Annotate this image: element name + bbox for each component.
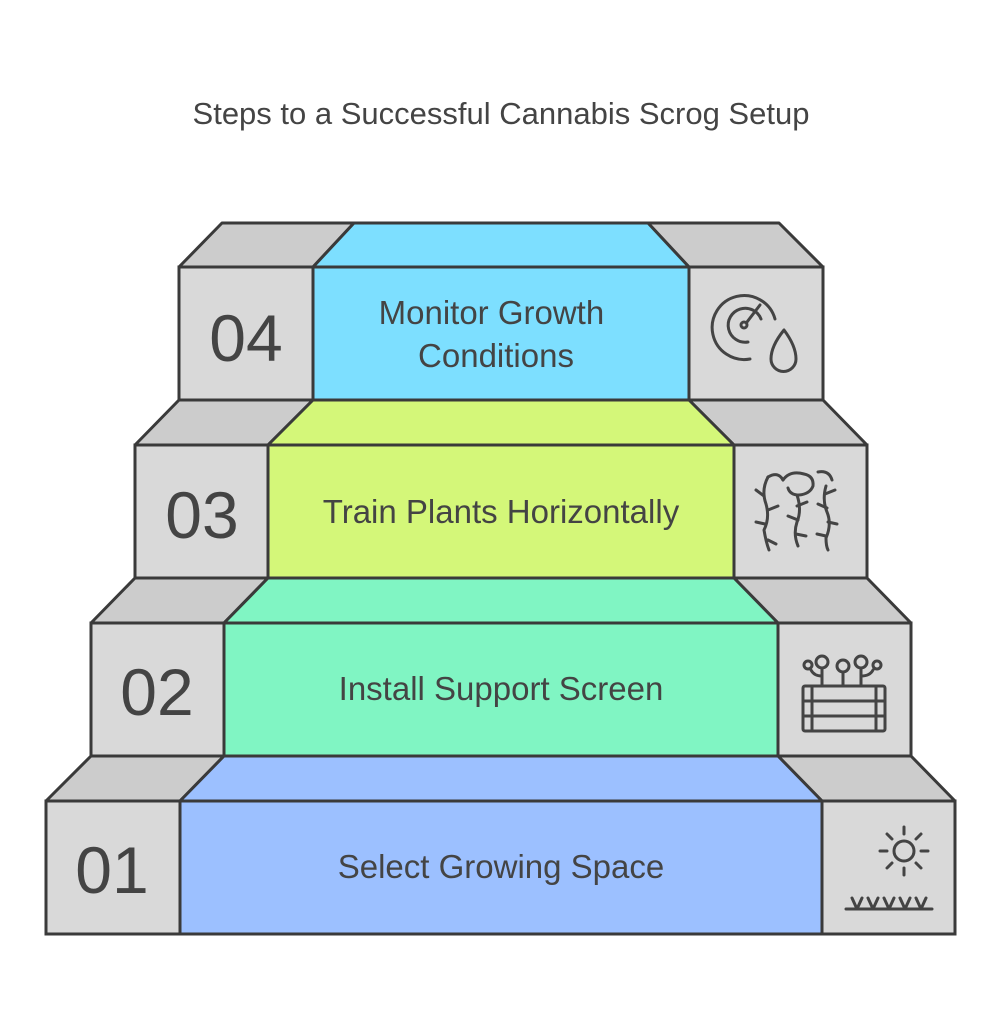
step-03-label-line-1: Train Plants Horizontally: [323, 493, 680, 530]
step-02-center-top: [222, 576, 780, 625]
step-01-center-top: [178, 754, 824, 803]
step-04-label-line-1: Monitor Growth: [379, 294, 605, 331]
trained-plants-icon: [754, 470, 839, 552]
step-01-label-block: [178, 799, 824, 936]
step-03-center-top: [266, 398, 736, 447]
step-04-icon-block: [687, 265, 825, 402]
step-03-label: Train Plants Horizontally: [323, 493, 680, 530]
step-03-label-block: [266, 443, 736, 580]
step-02-number-block: [89, 621, 226, 758]
gauge-droplet-icon: [710, 294, 798, 373]
diagram-title: Steps to a Successful Cannabis Scrog Set…: [193, 96, 810, 131]
step-04-label-line-2: Conditions: [418, 337, 574, 374]
step-01: 01 Select Growing Space: [44, 754, 957, 936]
step-02-number: 02: [120, 655, 193, 729]
step-01-label-line-1: Select Growing Space: [338, 848, 665, 885]
step-02-label-line-1: Install Support Screen: [339, 670, 664, 707]
step-01-label: Select Growing Space: [338, 848, 665, 885]
planter-box-icon: [801, 654, 887, 733]
step-03-number: 03: [165, 478, 238, 552]
step-04-label: Monitor Growth Conditions: [379, 294, 614, 374]
step-04-label-block: [311, 265, 691, 402]
step-02-label: Install Support Screen: [339, 670, 664, 707]
step-01-number: 01: [75, 833, 148, 907]
step-04-center-top: [311, 221, 691, 269]
sun-grass-icon: [844, 825, 934, 911]
step-02-icon-block: [776, 621, 913, 758]
step-03: 03 Train Plants Horizontally: [133, 398, 869, 580]
step-04-number-block: [177, 265, 315, 402]
step-04: 04 Monitor Growth Conditions: [177, 221, 825, 402]
step-01-number-block: [44, 799, 182, 936]
step-02: 02 Install Support Screen: [89, 576, 913, 758]
step-04-number: 04: [209, 301, 282, 375]
